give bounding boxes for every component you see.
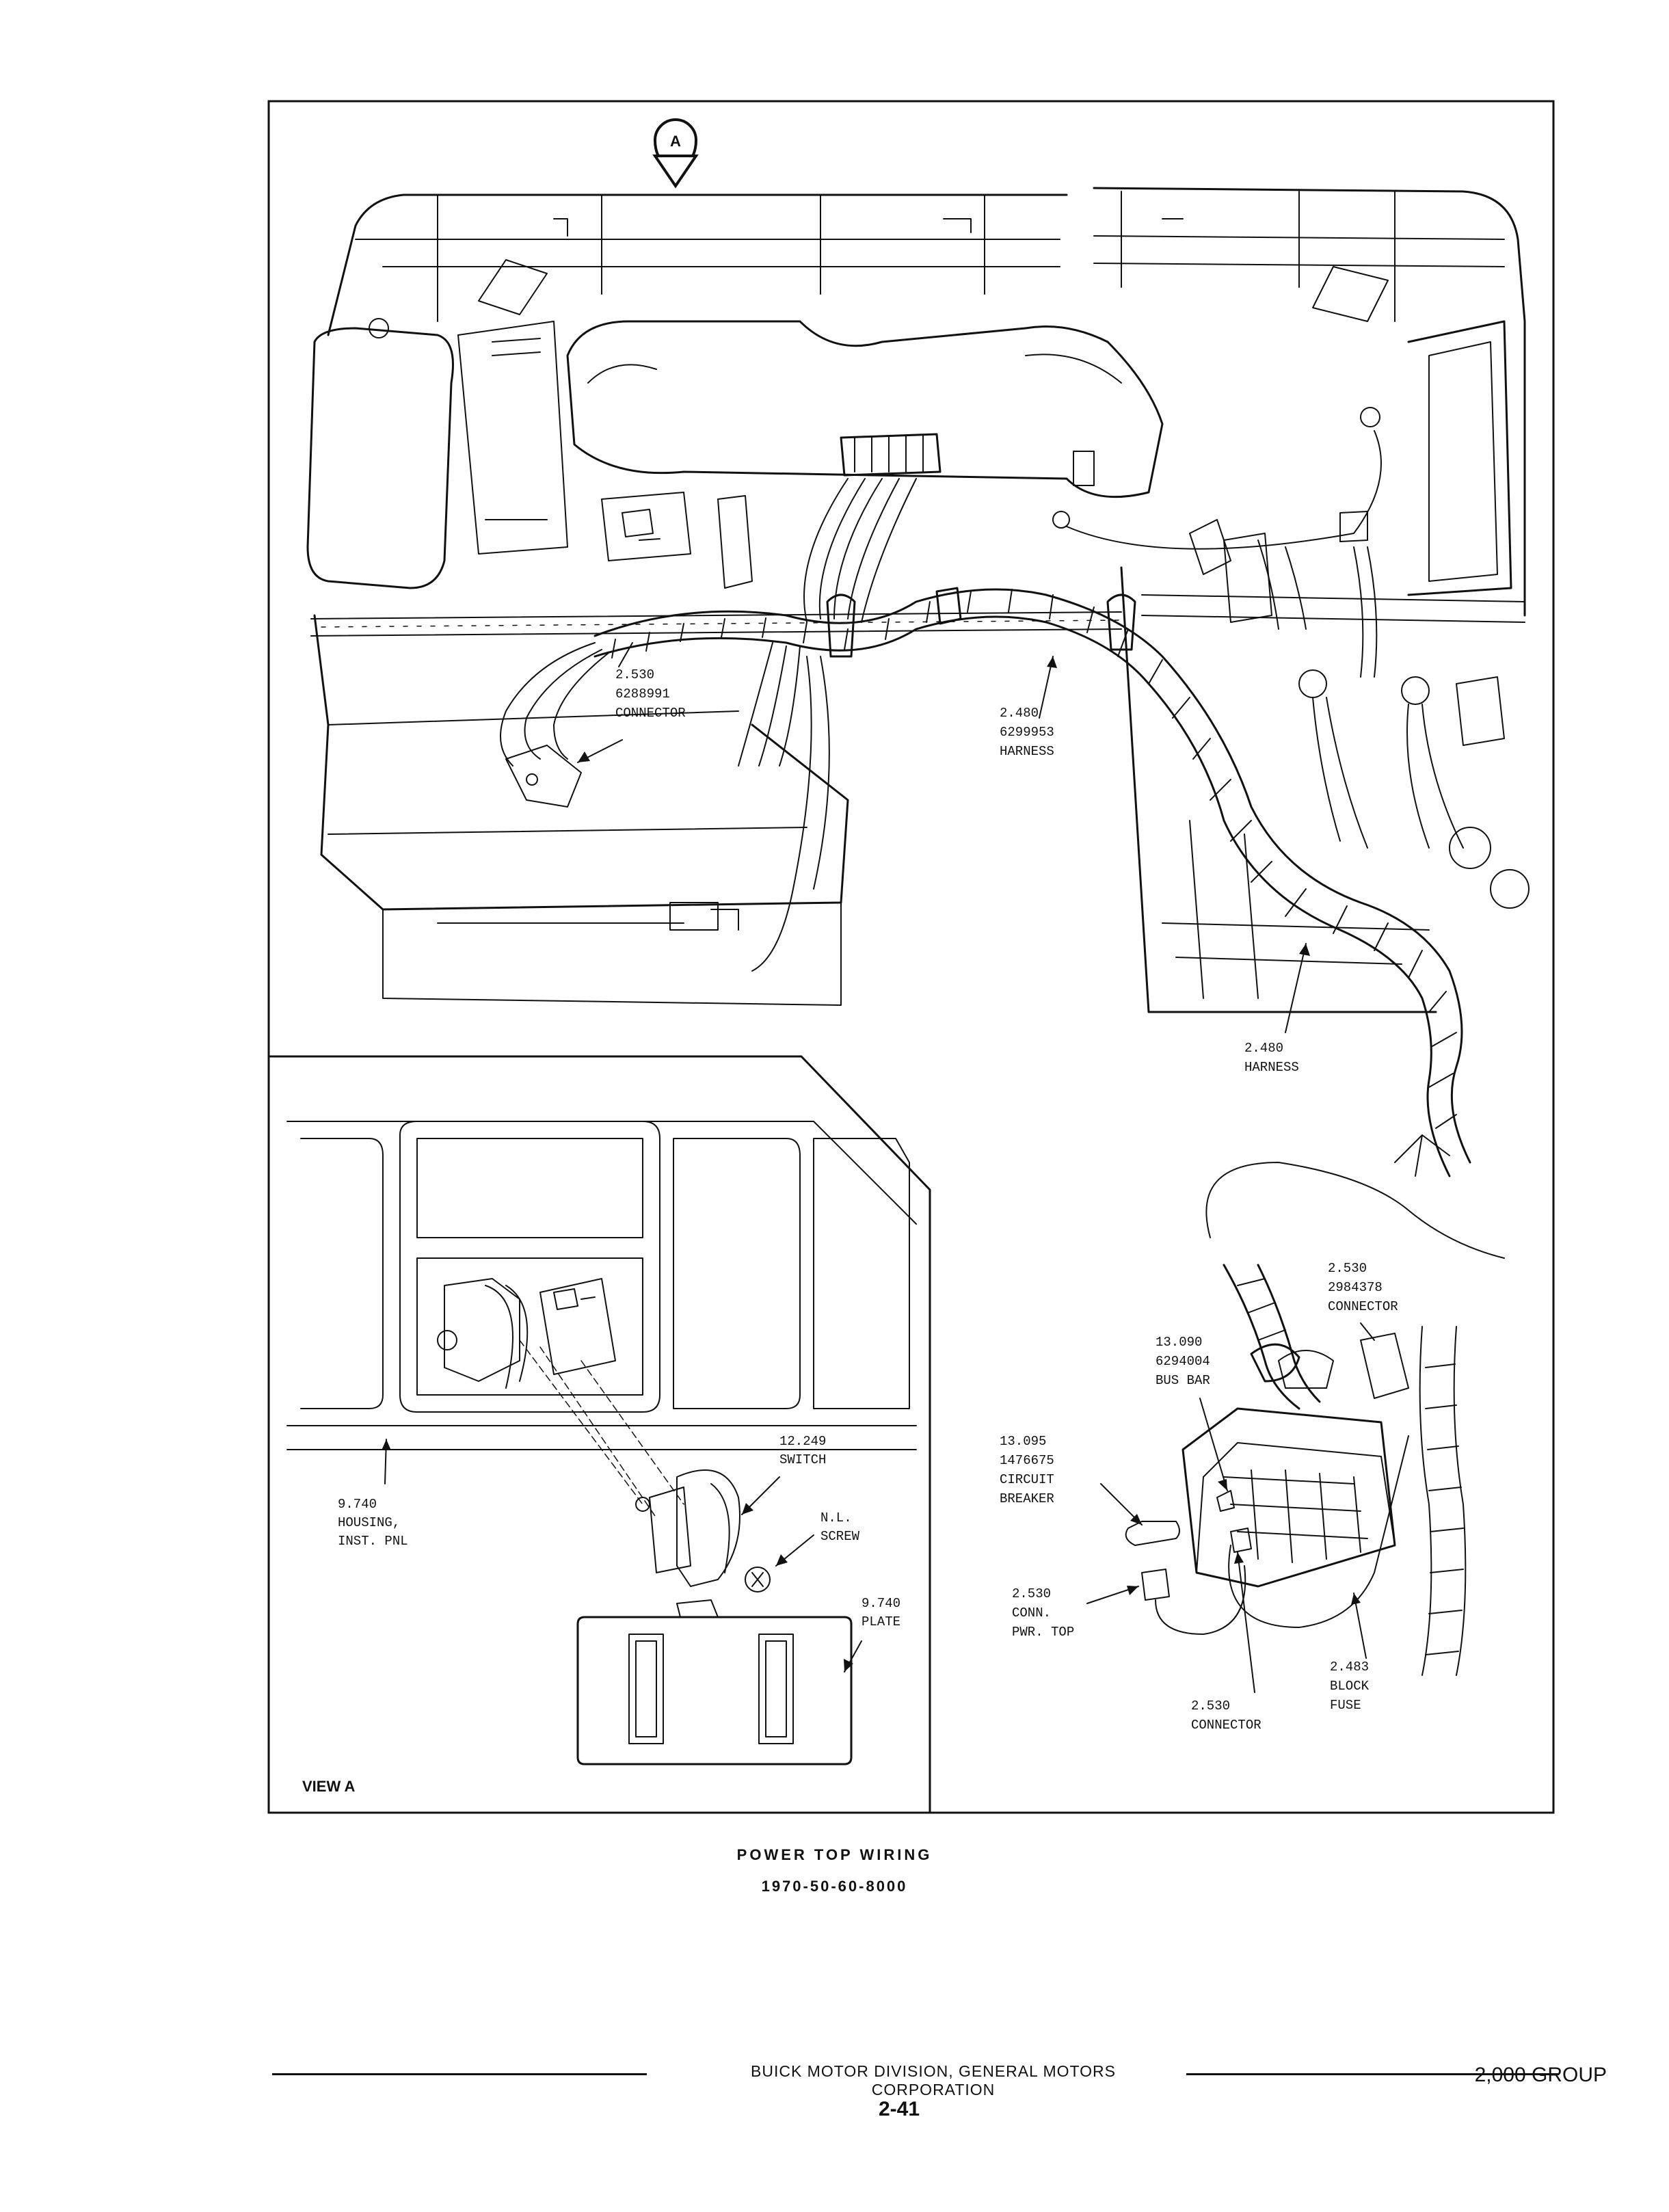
label-block-fuse: 2.483 BLOCK FUSE	[1330, 1660, 1370, 1713]
label-line: HARNESS	[1000, 744, 1054, 759]
label-line: PLATE	[862, 1614, 900, 1629]
instrument-panel-drawing	[306, 187, 1530, 1177]
footer-company: BUICK MOTOR DIVISION, GENERAL MOTORS COR…	[751, 2062, 1116, 2098]
label-line: CONNECTOR	[1191, 1718, 1261, 1733]
label-connector-2984378: 2.530 2984378 CONNECTOR	[1328, 1261, 1398, 1314]
label-line: CONN.	[1012, 1605, 1051, 1621]
label-bus-bar: 13.090 6294004 BUS BAR	[1156, 1335, 1210, 1388]
label-line: 9.740	[862, 1596, 900, 1611]
figure-frame	[267, 100, 1555, 1814]
footer-rule-right	[1186, 2073, 1559, 2075]
label-line: PWR. TOP	[1012, 1625, 1074, 1640]
label-line: HOUSING,	[338, 1515, 400, 1530]
label-line: SCREW	[820, 1529, 860, 1544]
label-line: HARNESS	[1244, 1060, 1299, 1075]
label-line: 2.530	[1328, 1261, 1367, 1276]
label-line: 13.090	[1156, 1335, 1202, 1350]
label-connector-6288991: 2.530 6288991 CONNECTOR	[615, 667, 686, 721]
label-harness-lower: 2.480 HARNESS	[1244, 1041, 1299, 1075]
label-line: N.L.	[820, 1510, 852, 1525]
label-line: BUS BAR	[1156, 1373, 1210, 1388]
label-line: 2.530	[1191, 1698, 1230, 1714]
label-line: 6288991	[615, 687, 670, 702]
section-group: 2,000 GROUP	[1474, 2064, 1607, 2086]
label-line: 6294004	[1156, 1354, 1210, 1369]
label-line: 9.740	[338, 1497, 377, 1512]
figure-code: 1970-50-60-8000	[761, 1878, 908, 1895]
label-line: SWITCH	[779, 1452, 826, 1467]
label-line: 1476675	[1000, 1453, 1054, 1468]
label-harness-6299953: 2.480 6299953 HARNESS	[1000, 706, 1054, 759]
label-line: CIRCUIT	[1000, 1472, 1054, 1487]
label-circuit-breaker: 13.095 1476675 CIRCUIT BREAKER	[1000, 1434, 1054, 1506]
label-line: 12.249	[779, 1434, 826, 1449]
label-line: CONNECTOR	[615, 706, 686, 721]
view-a-callout-marker: A	[652, 118, 699, 189]
label-line: 13.095	[1000, 1434, 1046, 1449]
footer-rule-left	[272, 2073, 647, 2075]
label-conn-pwr-top: 2.530 CONN. PWR. TOP	[1012, 1586, 1074, 1640]
label-line: BLOCK	[1330, 1679, 1370, 1694]
page-number: 2-41	[878, 2098, 920, 2120]
label-line: 2.530	[615, 667, 654, 682]
view-a-title: VIEW A	[302, 1778, 356, 1795]
label-line: 2.480	[1000, 706, 1039, 721]
figure-title: POWER TOP WIRING	[736, 1846, 933, 1863]
label-line: 2984378	[1328, 1280, 1383, 1295]
label-line: 2.480	[1244, 1041, 1283, 1056]
label-screw: N.L. SCREW	[820, 1510, 860, 1544]
label-line: 2.483	[1330, 1660, 1369, 1675]
label-housing: 9.740 HOUSING, INST. PNL	[338, 1497, 408, 1549]
view-a-inset	[267, 1055, 931, 1814]
label-line: 6299953	[1000, 725, 1054, 740]
label-line: BREAKER	[1000, 1491, 1054, 1506]
fuse-block-detail	[1086, 1134, 1505, 1693]
label-plate: 9.740 PLATE	[862, 1596, 900, 1629]
label-switch: 12.249 SWITCH	[779, 1434, 826, 1467]
callout-letter: A	[670, 133, 681, 150]
label-line: FUSE	[1330, 1698, 1361, 1713]
label-line: INST. PNL	[338, 1534, 408, 1549]
label-line: CONNECTOR	[1328, 1299, 1398, 1314]
label-line: 2.530	[1012, 1586, 1051, 1601]
label-connector-bottom: 2.530 CONNECTOR	[1191, 1698, 1261, 1733]
